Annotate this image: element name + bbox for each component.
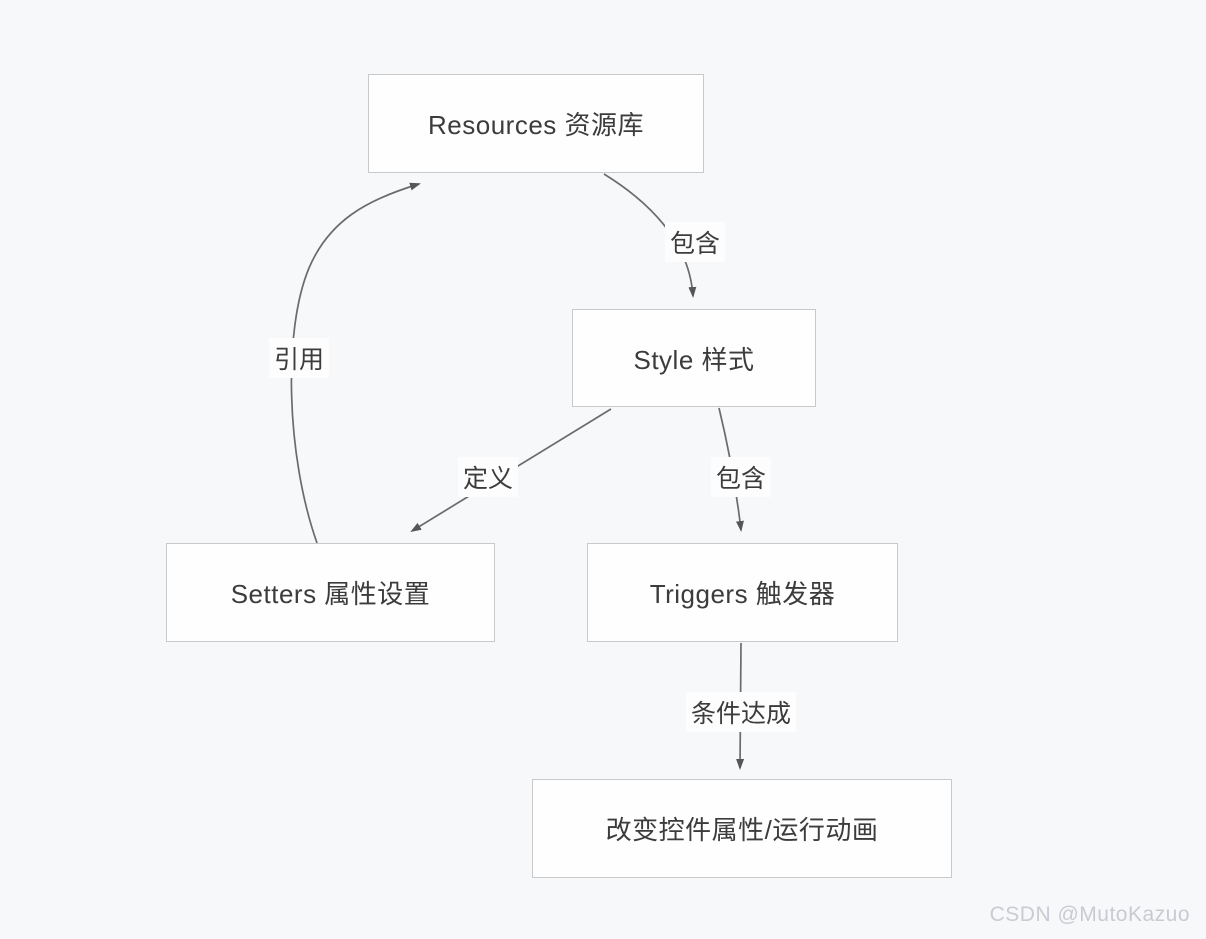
edge-label-triggers-to-action: 条件达成 — [685, 692, 797, 732]
edge-label-resources-to-style: 包含 — [664, 222, 726, 262]
node-setters: Setters 属性设置 — [166, 543, 495, 642]
edge-label-style-to-triggers: 包含 — [710, 457, 772, 497]
edge-label-setters-to-resources: 引用 — [268, 338, 330, 378]
node-resources: Resources 资源库 — [368, 74, 704, 173]
node-style: Style 样式 — [572, 309, 816, 407]
edge-label-style-to-setters: 定义 — [457, 457, 519, 497]
node-action: 改变控件属性/运行动画 — [532, 779, 952, 878]
edge-setters-to-resources — [290, 182, 421, 544]
watermark: CSDN @MutoKazuo — [989, 903, 1190, 926]
node-triggers: Triggers 触发器 — [587, 543, 898, 642]
